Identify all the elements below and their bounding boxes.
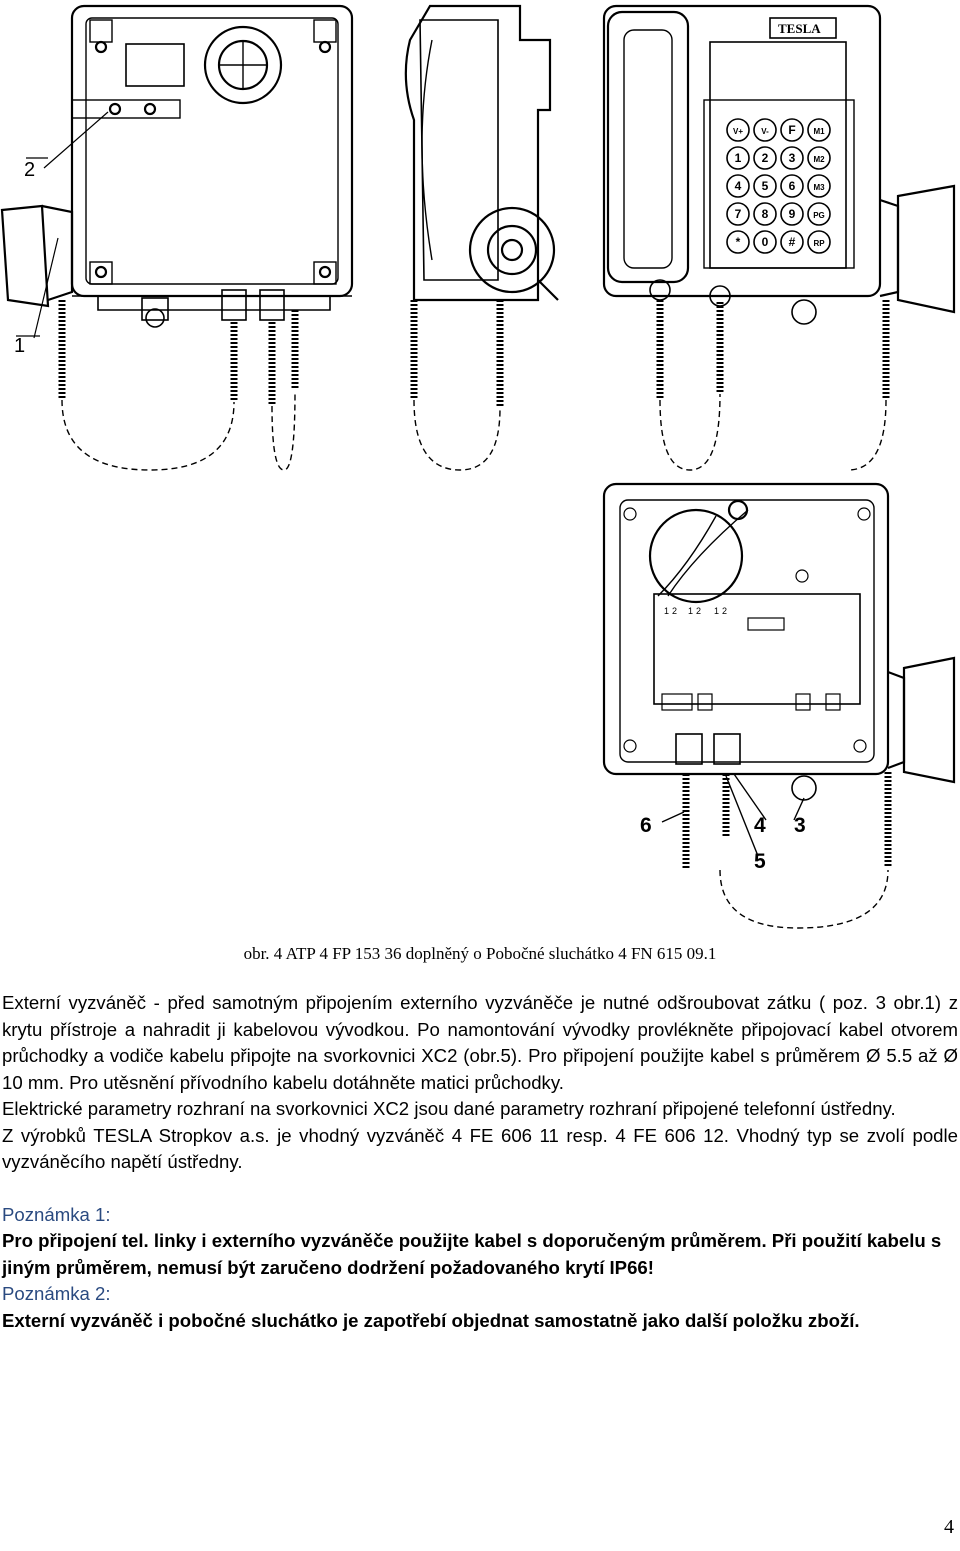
keypad-key-label: 8 [762, 207, 769, 221]
figure-side-view [390, 0, 590, 480]
body-text: Externí vyzváněč - před samotným připoje… [2, 990, 958, 1334]
note-1-heading: Poznámka 1: [2, 1203, 111, 1225]
keypad-key [807, 202, 831, 226]
keypad-key [780, 146, 804, 170]
keypad-key-label: M1 [813, 127, 825, 136]
keypad-key-label: 0 [762, 235, 769, 249]
figure-caption: obr. 4 ATP 4 FP 153 36 doplněný o Pobočn… [243, 944, 717, 963]
keypad-key [807, 174, 831, 198]
keypad-key-label: 6 [789, 179, 796, 193]
keypad-key-label: M2 [813, 155, 825, 164]
paragraph-external-ringer: Externí vyzváněč - před samotným připoje… [2, 992, 958, 1093]
callout-3: 3 [794, 814, 806, 837]
keypad-key-label: 1 [735, 151, 742, 165]
figure-front-keypad: TESLA V+ V- F M1 1 2 3 M2 4 5 6 M3 7 8 9 PG * 0 # RP [598, 0, 960, 480]
keypad-key [726, 146, 750, 170]
keypad-key-label: PG [813, 211, 825, 220]
paragraph-electrical-params: Elektrické parametry rozhraní na svorkov… [2, 1098, 896, 1119]
keypad-key [780, 118, 804, 142]
keypad-key [807, 146, 831, 170]
note-2-text: Externí vyzváněč i pobočné sluchátko je … [2, 1309, 860, 1331]
keypad-key [753, 146, 777, 170]
callout-4: 4 [754, 814, 766, 837]
keypad-key-label: F [788, 123, 795, 137]
keypad-key-label: 5 [762, 179, 769, 193]
keypad-key-label: * [736, 235, 741, 249]
callout-5: 5 [754, 850, 766, 873]
keypad-key [726, 202, 750, 226]
note-2-heading: Poznámka 2: [2, 1283, 111, 1304]
paragraph-suitable-ringer: Z výrobků TESLA Stropkov a.s. je vhodný … [2, 1124, 958, 1173]
keypad-key [780, 202, 804, 226]
keypad-key [753, 118, 777, 142]
terminal-label: 1 [664, 606, 669, 616]
figure-interior-view: 1 2 1 2 1 2 6 4 3 5 [598, 476, 960, 936]
figure-housing-open: 2 1 [0, 0, 370, 480]
keypad-key [780, 230, 804, 254]
keypad-key-label: 3 [789, 151, 796, 165]
keypad-key-label: V+ [733, 127, 743, 136]
keypad-key [726, 174, 750, 198]
callout-2: 2 [24, 159, 35, 181]
keypad-key [807, 118, 831, 142]
keypad-key-label: RP [813, 239, 825, 248]
callout-1: 1 [14, 335, 25, 357]
terminal-label: 2 [672, 606, 677, 616]
brand-logo: TESLA [778, 21, 821, 36]
note-1-text: Pro připojení tel. linky i externího vyz… [2, 1230, 942, 1278]
keypad-key-label: # [789, 235, 796, 249]
keypad-key [807, 230, 831, 254]
keypad-key [780, 174, 804, 198]
keypad-key-label: 2 [762, 151, 769, 165]
keypad-key [753, 202, 777, 226]
terminal-label: 2 [696, 606, 701, 616]
keypad-key-label: 4 [735, 179, 742, 193]
keypad-key-label: M3 [813, 183, 825, 192]
keypad-key [726, 230, 750, 254]
keypad-key-label: 7 [735, 207, 742, 221]
keypad-key [726, 118, 750, 142]
page-number: 4 [944, 1516, 954, 1538]
keypad-key-label: 9 [789, 207, 796, 221]
keypad-key [753, 230, 777, 254]
terminal-label: 1 [714, 606, 719, 616]
terminal-label: 2 [722, 606, 727, 616]
keypad-key-label: V- [761, 127, 769, 136]
keypad: V+ V- F M1 1 2 3 M2 4 5 6 M3 7 8 9 PG * 0 # RP [726, 118, 831, 254]
callout-6: 6 [640, 814, 652, 837]
keypad-key [753, 174, 777, 198]
terminal-label: 1 [688, 606, 693, 616]
